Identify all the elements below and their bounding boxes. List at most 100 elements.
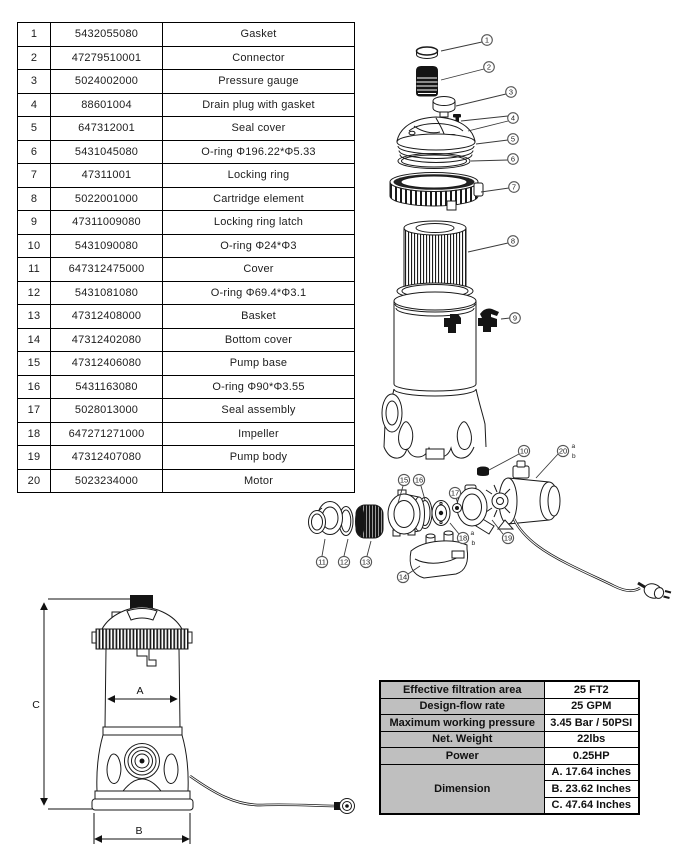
part-locking-ring <box>389 172 484 211</box>
callout-13: 13 <box>359 555 373 569</box>
spec-row: B. 23.62 Inches <box>380 780 640 798</box>
callout-8: 8 <box>507 235 519 247</box>
table-cell: O-ring Φ69.4*Φ3.1 <box>162 280 355 305</box>
svg-text:7: 7 <box>512 183 516 192</box>
part-cover <box>308 501 343 535</box>
part-pump-base <box>387 489 425 537</box>
table-cell: 5 <box>17 116 51 141</box>
table-cell: 16 <box>17 374 51 399</box>
callout-18: 18 <box>456 531 470 545</box>
table-cell: Pressure gauge <box>162 69 355 94</box>
callout-20-sup-a: a <box>572 443 576 450</box>
svg-text:8: 8 <box>511 237 515 246</box>
svg-text:13: 13 <box>362 558 370 567</box>
spec-row: C. 47.64 Inches <box>380 796 640 815</box>
table-cell: Motor <box>162 468 355 493</box>
spec-value: B. 23.62 Inches <box>543 780 640 798</box>
dim-a: A <box>107 685 178 703</box>
table-cell: 6 <box>17 139 51 164</box>
dim-label-c: C <box>32 699 40 711</box>
part-tank-body <box>381 291 487 460</box>
table-cell: Impeller <box>162 421 355 446</box>
spec-value: 0.25HP <box>543 747 640 765</box>
table-cell: 7 <box>17 163 51 188</box>
table-cell: 47312406080 <box>50 351 163 376</box>
table-cell: 5432055080 <box>50 22 163 47</box>
svg-text:10: 10 <box>520 447 528 456</box>
callout-1: 1 <box>481 34 493 46</box>
table-cell: 12 <box>17 280 51 305</box>
table-cell: 5023234000 <box>50 468 163 493</box>
svg-text:17: 17 <box>451 489 459 498</box>
part-locking-ring-latch <box>478 308 499 332</box>
table-cell: Pump body <box>162 445 355 470</box>
table-cell: 47311009080 <box>50 210 163 235</box>
svg-text:18: 18 <box>459 534 467 543</box>
callout-12: 12 <box>337 555 351 569</box>
spec-row: Effective filtration area 25 FT2 <box>379 680 640 699</box>
callout-9: 9 <box>509 312 521 324</box>
table-cell: 5028013000 <box>50 398 163 423</box>
part-pump-body <box>456 484 495 535</box>
table-cell: 647271271000 <box>50 421 163 446</box>
table-cell: 14 <box>17 327 51 352</box>
part-oring-6 <box>397 153 471 169</box>
part-basket <box>355 504 384 539</box>
svg-text:1: 1 <box>485 36 489 45</box>
spec-row: Maximum working pressure 3.45 Bar / 50PS… <box>379 714 640 732</box>
table-cell: Drain plug with gasket <box>162 92 355 117</box>
dim-c: C <box>32 598 132 810</box>
part-seal-cover <box>396 116 476 163</box>
callout-20: 20 <box>556 444 570 458</box>
exploded-diagram: 1 2 3 4 5 6 7 8 9 10 11 12 13 14 15 16 1… <box>308 34 672 599</box>
table-cell: 5431163080 <box>50 374 163 399</box>
table-cell: Bottom cover <box>162 327 355 352</box>
callout-11: 11 <box>315 555 329 569</box>
callout-2: 2 <box>483 61 495 73</box>
table-cell: Pump base <box>162 351 355 376</box>
svg-text:4: 4 <box>511 114 515 123</box>
spec-value: 3.45 Bar / 50PSI <box>543 714 640 732</box>
svg-text:12: 12 <box>340 558 348 567</box>
spec-row: Design-flow rate 25 GPM <box>379 697 640 715</box>
svg-text:14: 14 <box>399 573 407 582</box>
table-cell: 19 <box>17 445 51 470</box>
table-cell: 3 <box>17 69 51 94</box>
callout-18-sup-a: a <box>471 530 475 537</box>
dim-b: B <box>93 813 191 844</box>
table-cell: Basket <box>162 304 355 329</box>
part-gasket <box>415 46 439 59</box>
svg-text:20: 20 <box>559 447 567 456</box>
part-pressure-gauge <box>432 96 456 123</box>
table-cell: 47312402080 <box>50 327 163 352</box>
table-cell: 4 <box>17 92 51 117</box>
spec-value: A. 17.64 inches <box>543 763 640 781</box>
table-cell: 88601004 <box>50 92 163 117</box>
table-cell: Seal cover <box>162 116 355 141</box>
dim-label-a: A <box>136 685 143 697</box>
table-cell: 47312407080 <box>50 445 163 470</box>
spec-label: Effective filtration area <box>379 680 545 699</box>
svg-text:16: 16 <box>415 476 423 485</box>
power-plug-front <box>334 798 355 814</box>
spec-label: Maximum working pressure <box>379 714 545 732</box>
svg-text:5: 5 <box>511 135 515 144</box>
table-cell: Seal assembly <box>162 398 355 423</box>
table-cell: 17 <box>17 398 51 423</box>
callout-15: 15 <box>397 473 411 487</box>
table-cell: 47311001 <box>50 163 163 188</box>
callout-19: 19 <box>501 531 515 545</box>
